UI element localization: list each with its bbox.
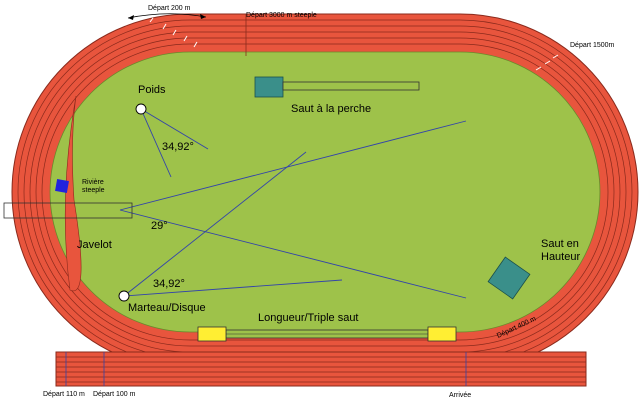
pole-vault-pit [254, 76, 284, 98]
riviere-label-line2: steeple [82, 187, 105, 194]
long-jump-pit-left [197, 326, 227, 342]
riviere-label-line1: Rivière [82, 179, 104, 186]
javelin-runway [3, 202, 133, 219]
depart-100-label: Départ 100 m [93, 391, 136, 398]
hammer-discus-circle [118, 290, 130, 302]
saut-perche-label: Saut à la perche [291, 103, 371, 115]
saut-hauteur-label-line2: Hauteur [541, 251, 580, 263]
long-jump-pit-right [427, 326, 457, 342]
high-jump-pit [487, 256, 531, 300]
sector-lines [119, 108, 467, 299]
shot-put-circle [135, 103, 147, 115]
longueur-triple-label: Longueur/Triple saut [258, 312, 359, 324]
depart-200-arrow [127, 13, 207, 19]
angle-javelot-label: 29° [151, 220, 168, 232]
angle-marteau-label: 34,92° [153, 278, 185, 290]
poids-label: Poids [138, 84, 166, 96]
stagger-200 [149, 17, 198, 48]
angle-poids-label: 34,92° [162, 141, 194, 153]
saut-hauteur-label-line1: Saut en [541, 238, 579, 250]
depart-200-arrow-head-right [200, 14, 206, 19]
depart-110-label: Départ 110 m [43, 391, 85, 398]
pole-vault-runway [282, 81, 420, 91]
arrivee-label: Arrivée [449, 392, 471, 399]
depart-200-arrow-head-left [128, 15, 134, 20]
depart-200-label: Départ 200 m [148, 5, 191, 12]
depart-3000-steeple-label: Départ 3000 m steeple [246, 12, 317, 19]
steeple-water-jump [55, 179, 69, 193]
extension-lane-lines [56, 356, 586, 383]
start-markers [65, 14, 467, 386]
javelot-label: Javelot [77, 239, 112, 251]
depart-1500-label: Départ 1500m [570, 42, 615, 49]
marteau-disque-label: Marteau/Disque [128, 302, 206, 314]
home-straight-extension [55, 351, 587, 387]
stagger-1500 [535, 54, 559, 71]
